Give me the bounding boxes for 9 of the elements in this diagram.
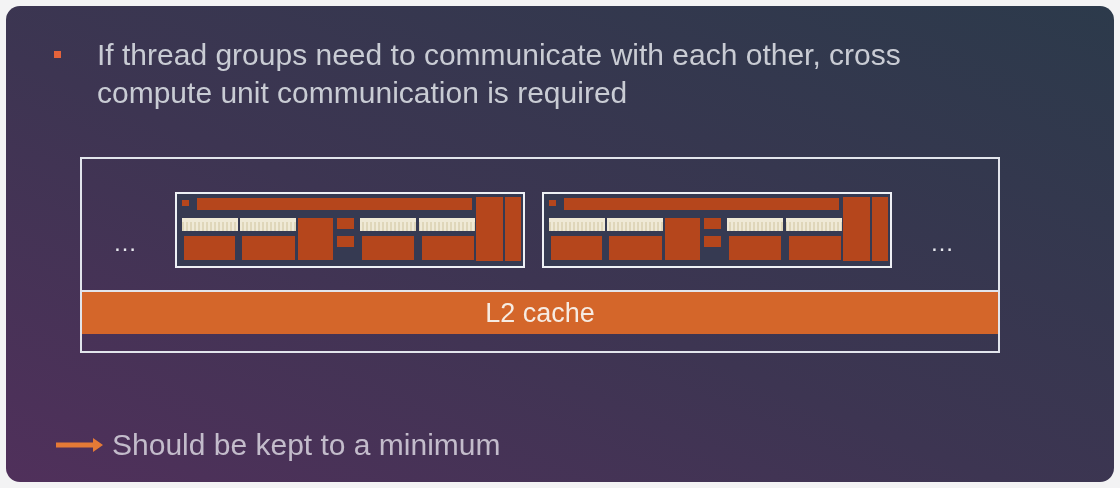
note-text: Should be kept to a minimum (112, 427, 501, 463)
ellipsis-text: … (930, 229, 954, 257)
compute-unit-drawing (175, 192, 525, 268)
compute-unit-drawing (542, 192, 892, 268)
bullet-text: If thread groups need to communicate with each other, cross compute unit communication is required (97, 37, 902, 111)
cache-label: L2 cache (485, 297, 595, 329)
ellipsis-text: … (113, 229, 137, 257)
cache-band (82, 290, 998, 334)
gpu-frame (80, 157, 1000, 353)
